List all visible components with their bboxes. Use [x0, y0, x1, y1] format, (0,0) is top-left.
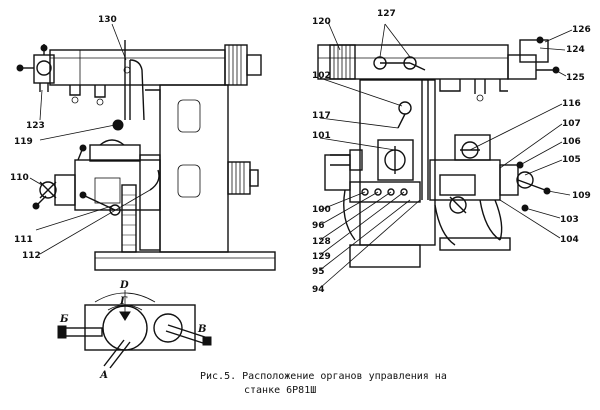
callout-95: 95	[312, 267, 325, 277]
callout-94: 94	[312, 285, 325, 295]
callout-125: 125	[566, 73, 585, 83]
callout-100: 100	[312, 205, 331, 215]
callout-130: 130	[98, 15, 117, 25]
side-view-machine	[16, 40, 276, 271]
callout-120: 120	[312, 17, 331, 27]
callout-123: 123	[26, 121, 45, 131]
callout-112: 112	[22, 251, 41, 261]
callout-104: 104	[560, 235, 579, 245]
callout-127: 127	[377, 9, 396, 19]
leader-lines	[29, 21, 573, 289]
callout-124: 124	[566, 45, 585, 55]
figure-caption: Рис.5. Расположение органов управления н…	[200, 370, 460, 398]
detail-letter-V: В	[197, 324, 206, 335]
callout-116: 116	[562, 99, 581, 109]
callout-128: 128	[312, 237, 331, 247]
callout-117: 117	[312, 111, 331, 121]
callout-105: 105	[562, 155, 581, 165]
callout-110: 110	[10, 173, 29, 183]
detail-letter-D: D	[119, 280, 129, 291]
callout-96: 96	[312, 221, 325, 231]
caption-line-1: Рис.5. Расположение органов управления н…	[200, 371, 447, 382]
callout-102: 102	[312, 71, 331, 81]
callout-126: 126	[572, 25, 591, 35]
callout-106: 106	[562, 137, 581, 147]
callout-111: 111	[14, 235, 33, 245]
detail-letter-A: А	[99, 370, 108, 381]
switch-detail-view	[57, 290, 212, 369]
callout-107: 107	[562, 119, 581, 129]
callout-103: 103	[560, 215, 579, 225]
caption-line-2: станке 6Р81Ш	[244, 385, 317, 396]
callout-101: 101	[312, 131, 331, 141]
detail-letter-G: Г	[119, 296, 128, 307]
callout-labels: 130 123 119 110 111 112 120 127 126 124 …	[10, 9, 591, 381]
callout-109: 109	[572, 191, 591, 201]
callout-119: 119	[14, 137, 33, 147]
detail-letter-B: Б	[59, 314, 69, 325]
callout-129: 129	[312, 252, 331, 262]
